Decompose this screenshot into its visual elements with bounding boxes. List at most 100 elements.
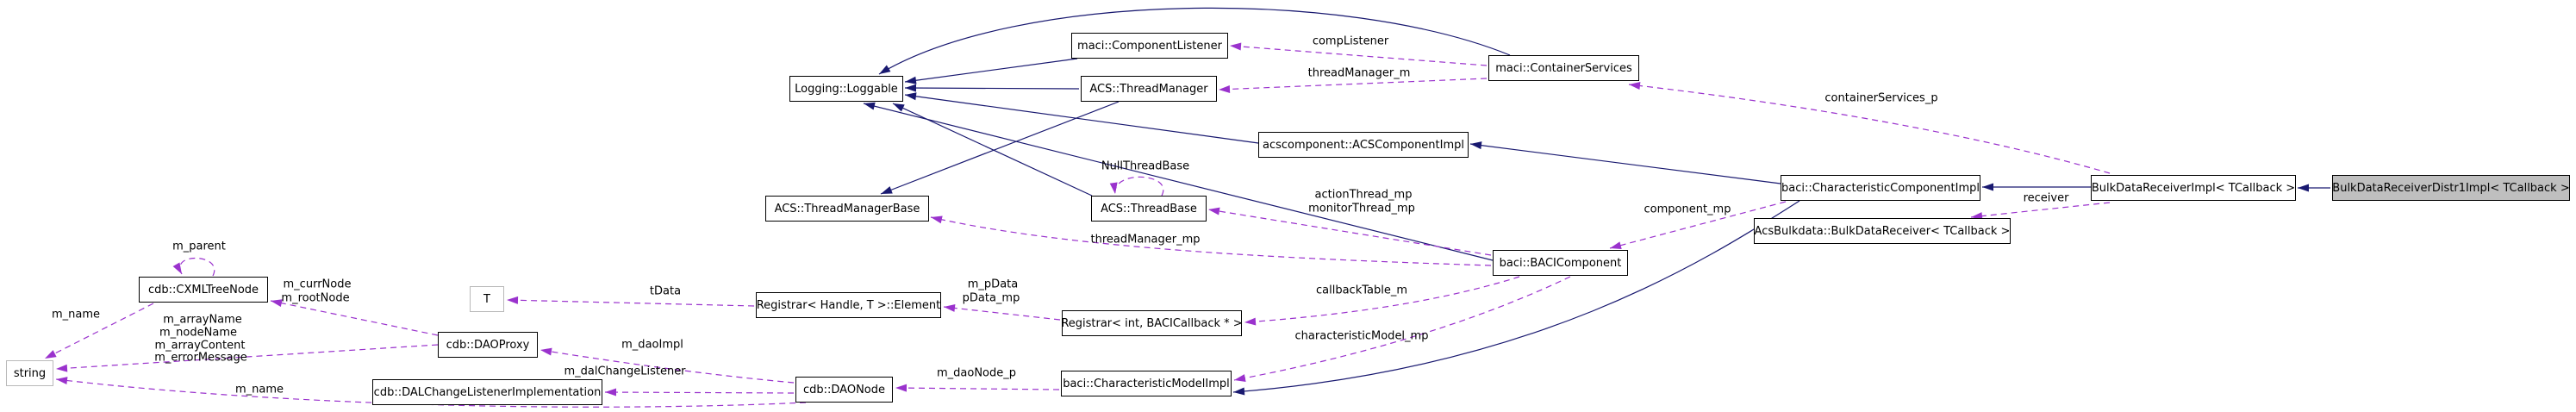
arrowhead-use-mdaonode-p	[895, 384, 908, 392]
arrowhead-use-mdaoimpl	[540, 347, 552, 356]
edge-label-m_daoNode_p: m_daoNode_p	[936, 366, 1017, 380]
edge-label-threadManager_m: threadManager_m	[1307, 66, 1411, 80]
node-label: BulkDataReceiverDistr1Impl< TCallback >	[2332, 181, 2570, 195]
node-thread-manager[interactable]: ACS::ThreadManager	[1081, 76, 1217, 102]
arrowhead-inh-charcomponentimpl-charmodelimpl	[1233, 387, 1245, 396]
arrowhead-use-receiver	[1971, 212, 1983, 221]
node-label: maci::ContainerServices	[1495, 61, 1632, 75]
edge-label-m_dalChangeListener: m_dalChangeListener	[564, 365, 686, 378]
edge-use-threadmanager-m	[1218, 78, 1488, 91]
arrowhead-use-arrayname-string	[56, 364, 68, 372]
edge-use-mparent-selfloop	[179, 257, 215, 277]
arrowhead-inh-distr1impl-receiverimpl	[2298, 184, 2309, 192]
node-characteristic-component-impl[interactable]: baci::CharacteristicComponentImpl	[1781, 175, 1980, 201]
node-label: ACS::ThreadManager	[1089, 82, 1208, 96]
arrowhead-inh-threadmanager-loggable	[905, 84, 917, 92]
edge-label-m_currNode: m_currNode	[283, 278, 352, 291]
edge-use-nullthreadbase-selfloop	[1114, 176, 1164, 197]
node-characteristic-model-impl[interactable]: baci::CharacteristicModelImpl	[1061, 371, 1232, 396]
node-label: baci::BACIComponent	[1499, 256, 1622, 270]
arrowhead-inh-receiverimpl-charcomponentimpl	[1982, 183, 1993, 191]
node-component-listener[interactable]: maci::ComponentListener	[1071, 33, 1228, 59]
edge-use-callbacktable-m	[1244, 276, 1520, 323]
edge-use-arrayname-string	[55, 344, 439, 370]
arrowhead-use-mname-daonode-string	[56, 377, 68, 385]
arrowhead-use-callbacktable-m	[1244, 317, 1257, 326]
arrowhead-use-threadmanager-mp	[931, 215, 943, 224]
edge-inh-charcomponentimpl-charmodelimpl	[1232, 200, 1800, 393]
arrowhead-inh-threadbase-loggable	[893, 103, 905, 112]
node-bulk-data-receiver-impl[interactable]: BulkDataReceiverImpl< TCallback >	[2091, 175, 2296, 201]
node-label: string	[13, 366, 47, 380]
edge-inh-componentlistener-loggable	[904, 58, 1078, 83]
node-baci-component[interactable]: baci::BACIComponent	[1493, 250, 1628, 276]
node-registrar-int[interactable]: Registrar< int, BACICallback * >	[1061, 310, 1243, 336]
node-string[interactable]: string	[6, 360, 53, 386]
node-loggable[interactable]: Logging::Loggable	[789, 76, 903, 102]
edge-inh-threadmanager-threadmanagerbase	[880, 101, 1120, 195]
edge-use-tdata	[506, 299, 755, 307]
edge-use-threadmanager-mp	[930, 216, 1492, 266]
arrowhead-inh-charcomponentimpl-acscomponentimpl	[1470, 141, 1482, 150]
node-registrar-element[interactable]: Registrar< Handle, T >::Element	[756, 292, 941, 318]
edge-label-m_rootNode: m_rootNode	[281, 291, 350, 305]
node-cxml-tree-node[interactable]: cdb::CXMLTreeNode	[139, 277, 268, 303]
edge-label-m_name: m_name	[51, 308, 101, 321]
node-label: Registrar< Handle, T >::Element	[756, 298, 941, 312]
edge-use-characteristicmodel-mp	[1233, 276, 1571, 381]
node-thread-manager-base[interactable]: ACS::ThreadManagerBase	[765, 196, 929, 222]
edge-label-containerServices_p: containerServices_p	[1824, 91, 1938, 105]
node-label: AcsBulkdata::BulkDataReceiver< TCallback…	[1754, 224, 2011, 238]
node-dao-node[interactable]: cdb::DAONode	[795, 377, 893, 403]
edge-inh-threadbase-loggable	[892, 103, 1093, 197]
edge-use-mname-daonode-string	[55, 378, 807, 408]
node-label: Logging::Loggable	[795, 82, 898, 96]
edge-label-compListener: compListener	[1312, 34, 1389, 48]
node-label: baci::CharacteristicModelImpl	[1063, 377, 1230, 390]
edge-label-pData_mp: pData_mp	[962, 291, 1020, 305]
node-acs-bulkdata-receiver[interactable]: AcsBulkdata::BulkDataReceiver< TCallback…	[1754, 218, 2011, 244]
edge-label-actionThread_mp: actionThread_mp	[1314, 188, 1413, 202]
edge-inh-containerservices-loggable	[878, 7, 1511, 75]
edge-label-m_name: m_name	[234, 383, 284, 396]
node-label: ACS::ThreadBase	[1101, 202, 1197, 215]
edge-label-threadManager_mp: threadManager_mp	[1090, 233, 1201, 247]
arrowhead-inh-bacicomponent-loggable	[864, 102, 876, 110]
edge-use-mdaonode-p	[895, 387, 1060, 390]
edge-label-component_mp: component_mp	[1644, 203, 1731, 216]
node-label: cdb::DALChangeListenerImplementation	[373, 385, 602, 399]
arrowhead-use-actionthread	[1208, 207, 1220, 215]
node-thread-base[interactable]: ACS::ThreadBase	[1091, 196, 1207, 222]
edge-inh-acscomponentimpl-loggable	[904, 94, 1259, 144]
edge-use-currnode-rootnode	[270, 300, 439, 336]
arrowhead-use-mparent-selfloop	[172, 262, 182, 274]
edge-use-actionthread	[1207, 209, 1492, 256]
edge-label-m_arrayContent: m_arrayContent	[154, 339, 246, 353]
node-label: cdb::DAOProxy	[446, 338, 530, 352]
arrowhead-inh-containerservices-loggable	[879, 65, 891, 74]
node-t-param[interactable]: T	[470, 286, 504, 312]
node-label: maci::ComponentListener	[1077, 39, 1222, 53]
node-container-services[interactable]: maci::ContainerServices	[1488, 55, 1639, 81]
node-label: ACS::ThreadManagerBase	[774, 202, 920, 215]
edge-label-m_errorMessage: m_errorMessage	[154, 351, 247, 365]
edge-use-complistener	[1229, 45, 1488, 66]
arrowhead-use-containerservices-p	[1629, 82, 1641, 90]
node-dal-change-listener-implementation[interactable]: cdb::DALChangeListenerImplementation	[372, 379, 602, 405]
edge-label-monitorThread_mp: monitorThread_mp	[1308, 202, 1415, 215]
arrowhead-inh-threadmanager-threadmanagerbase	[881, 186, 893, 194]
edge-use-mdalchangelistener	[604, 391, 795, 394]
edge-label-m_parent: m_parent	[172, 240, 226, 253]
arrowhead-use-threadmanager-m	[1219, 84, 1231, 93]
edge-inh-bacicomponent-loggable	[863, 103, 1494, 261]
node-acs-component-impl[interactable]: acscomponent::ACSComponentImpl	[1258, 132, 1469, 158]
edge-use-mpdata	[943, 306, 1061, 321]
arrowhead-use-nullthreadbase-selfloop	[1109, 182, 1118, 194]
node-label: acscomponent::ACSComponentImpl	[1262, 138, 1465, 152]
arrowhead-use-mname-tree-string	[45, 350, 57, 359]
edge-label-m_pData: m_pData	[967, 278, 1019, 291]
node-dao-proxy[interactable]: cdb::DAOProxy	[438, 332, 538, 358]
arrowhead-inh-componentlistener-loggable	[905, 76, 917, 84]
